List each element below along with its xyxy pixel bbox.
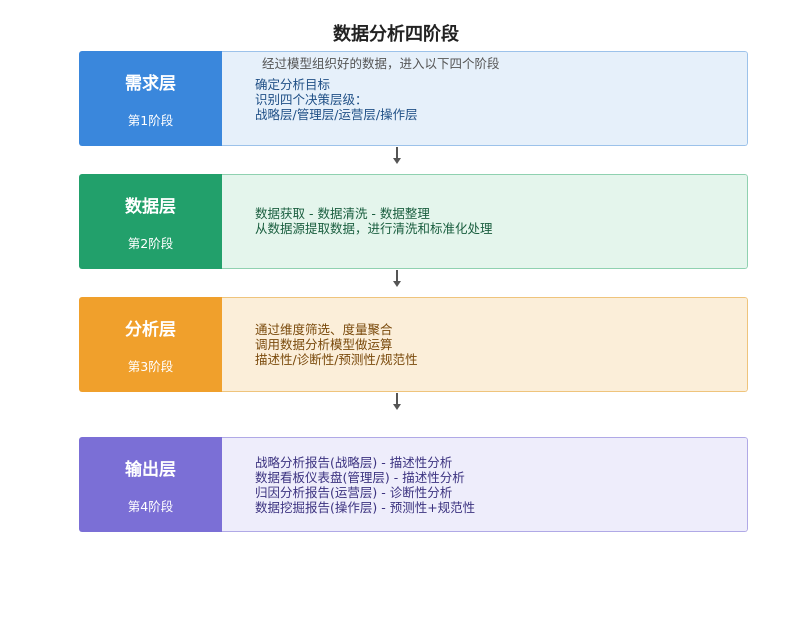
stage-data: 数据层 第2阶段 数据获取 - 数据清洗 - 数据整理 从数据源提取数据，进行清… bbox=[79, 174, 748, 269]
stage-name: 需求层 bbox=[125, 73, 176, 94]
stage-label-panel: 输出层 第4阶段 bbox=[79, 437, 222, 532]
stage-line: 数据挖掘报告(操作层) - 预测性+规范性 bbox=[255, 500, 476, 515]
stage-phase: 第2阶段 bbox=[127, 235, 174, 251]
down-arrow-icon bbox=[391, 147, 403, 164]
stage-line: 归因分析报告(运营层) - 诊断性分析 bbox=[255, 485, 453, 500]
stage-content-panel: 经过模型组织好的数据，进入以下四个阶段 确定分析目标 识别四个决策层级： 战略层… bbox=[222, 51, 748, 146]
stage-content-panel: 通过维度筛选、度量聚合 调用数据分析模型做运算 描述性/诊断性/预测性/规范性 bbox=[222, 297, 748, 392]
diagram-title: 数据分析四阶段 bbox=[333, 24, 459, 45]
stage-intro-text: 经过模型组织好的数据，进入以下四个阶段 bbox=[262, 56, 500, 71]
stage-lines: 数据获取 - 数据清洗 - 数据整理 从数据源提取数据，进行清洗和标准化处理 bbox=[255, 206, 493, 236]
stage-line: 确定分析目标 bbox=[255, 77, 331, 92]
stage-name: 输出层 bbox=[125, 459, 176, 480]
down-arrow-icon bbox=[391, 393, 403, 410]
stage-phase: 第4阶段 bbox=[127, 498, 174, 514]
stage-analysis: 分析层 第3阶段 通过维度筛选、度量聚合 调用数据分析模型做运算 描述性/诊断性… bbox=[79, 297, 748, 392]
stage-label-panel: 需求层 第1阶段 bbox=[79, 51, 222, 146]
stage-lines: 通过维度筛选、度量聚合 调用数据分析模型做运算 描述性/诊断性/预测性/规范性 bbox=[255, 322, 418, 367]
stage-line: 数据获取 - 数据清洗 - 数据整理 bbox=[255, 206, 430, 221]
stage-line: 数据看板仪表盘(管理层) - 描述性分析 bbox=[255, 470, 465, 485]
stage-name: 分析层 bbox=[125, 319, 176, 340]
stage-content-panel: 数据获取 - 数据清洗 - 数据整理 从数据源提取数据，进行清洗和标准化处理 bbox=[222, 174, 748, 269]
stage-phase: 第1阶段 bbox=[127, 112, 174, 128]
stage-phase: 第3阶段 bbox=[127, 358, 174, 374]
stage-line: 从数据源提取数据，进行清洗和标准化处理 bbox=[255, 221, 493, 236]
stage-lines: 战略分析报告(战略层) - 描述性分析 数据看板仪表盘(管理层) - 描述性分析… bbox=[255, 455, 475, 515]
stage-lines: 确定分析目标 识别四个决策层级： 战略层/管理层/运营层/操作层 bbox=[255, 77, 418, 122]
stage-line: 识别四个决策层级： bbox=[255, 92, 368, 107]
stage-line: 战略分析报告(战略层) - 描述性分析 bbox=[255, 455, 453, 470]
stage-line: 调用数据分析模型做运算 bbox=[255, 337, 393, 352]
stage-content-panel: 战略分析报告(战略层) - 描述性分析 数据看板仪表盘(管理层) - 描述性分析… bbox=[222, 437, 748, 532]
stage-line: 通过维度筛选、度量聚合 bbox=[255, 322, 393, 337]
down-arrow-icon bbox=[391, 270, 403, 287]
stage-line: 战略层/管理层/运营层/操作层 bbox=[255, 107, 418, 122]
stage-label-panel: 分析层 第3阶段 bbox=[79, 297, 222, 392]
stage-output: 输出层 第4阶段 战略分析报告(战略层) - 描述性分析 数据看板仪表盘(管理层… bbox=[79, 437, 748, 532]
stage-line: 描述性/诊断性/预测性/规范性 bbox=[255, 352, 418, 367]
stage-demand: 需求层 第1阶段 经过模型组织好的数据，进入以下四个阶段 确定分析目标 识别四个… bbox=[79, 51, 748, 146]
stage-label-panel: 数据层 第2阶段 bbox=[79, 174, 222, 269]
stage-name: 数据层 bbox=[125, 196, 176, 217]
